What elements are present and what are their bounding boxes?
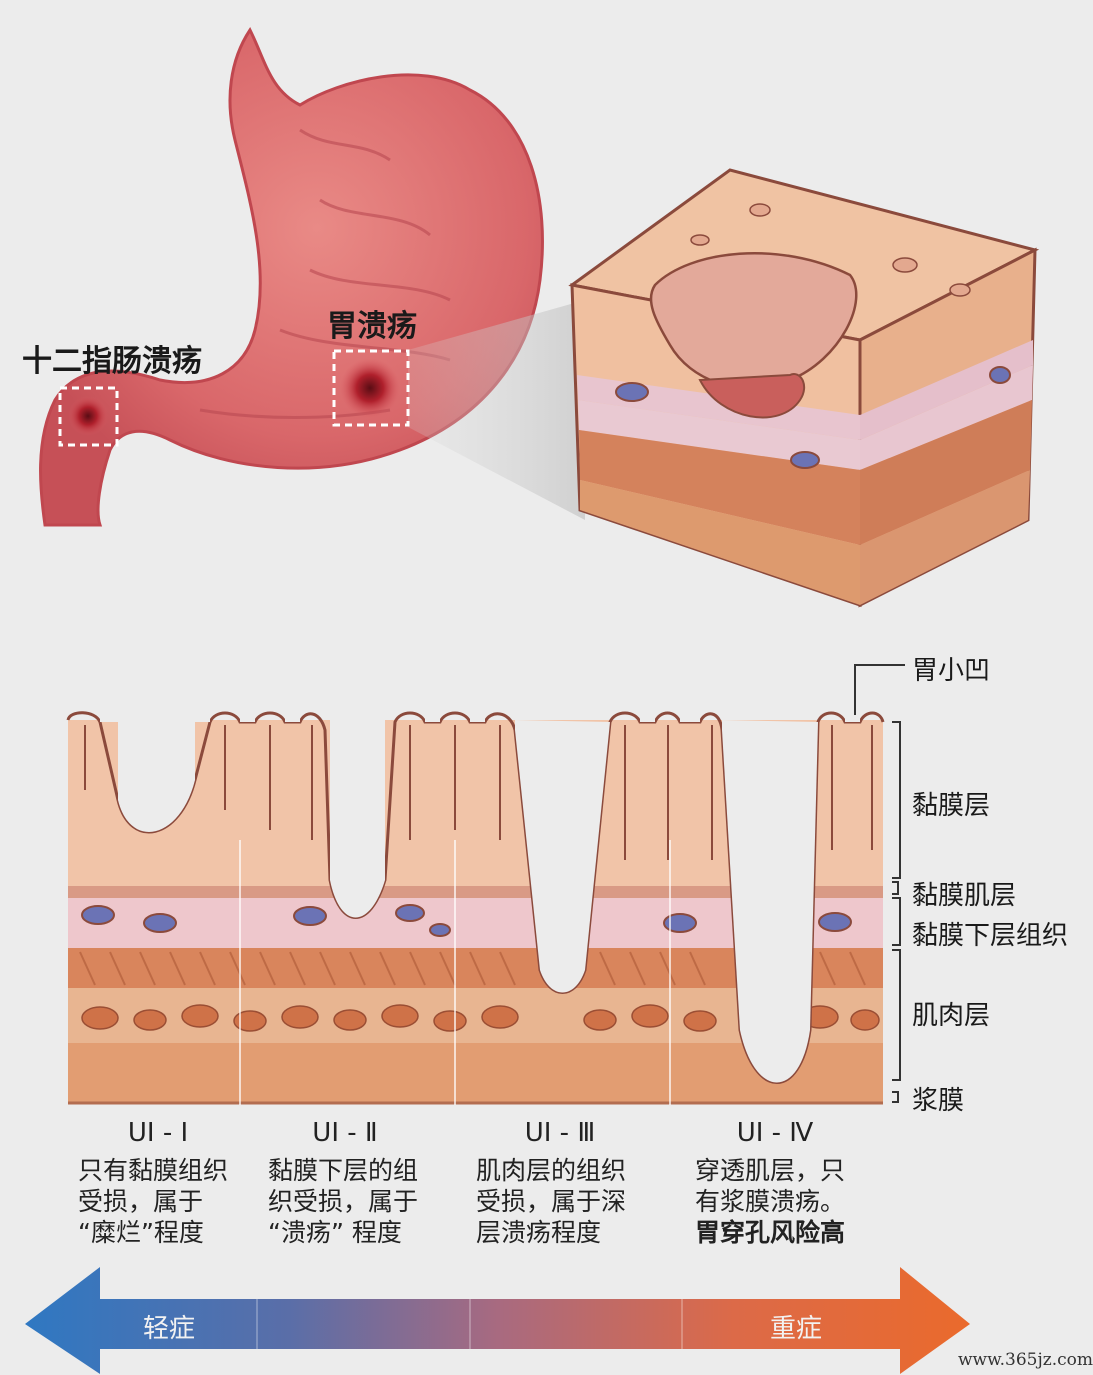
mucosa-label: 黏膜层	[912, 791, 991, 821]
stage-4-title: UI - Ⅳ	[736, 1118, 814, 1148]
stage-2-desc: 黏膜下层的组 织受损，属于 “溃疡” 程度	[268, 1156, 419, 1247]
stage-3-desc: 肌肉层的组织 受损，属于深 层溃疡程度	[476, 1156, 627, 1247]
mild-label: 轻症	[143, 1314, 196, 1344]
stage-1-title: UI - Ⅰ	[127, 1118, 189, 1148]
stage-3-title: UI - Ⅲ	[524, 1118, 596, 1148]
watermark: www.365jz.com	[958, 1350, 1093, 1370]
submucosa-bracket	[892, 897, 901, 946]
muscularis-mucosae-band	[68, 886, 883, 898]
mucosa-bracket	[892, 721, 901, 879]
ulcer-cross-section	[66, 640, 905, 1105]
duodenal-ulcer-marker	[58, 386, 119, 447]
submucosa-label: 黏膜下层组织	[912, 921, 1069, 951]
stage-1-desc: 只有黏膜组织 受损，属于 “糜烂”程度	[78, 1156, 229, 1247]
pit-leader-line	[854, 664, 905, 715]
serosa-label: 浆膜	[912, 1086, 965, 1116]
gastric-pit-label: 胃小凹	[912, 656, 991, 686]
gastric-ulcer-marker	[332, 349, 410, 427]
muscularis-mucosae-label: 黏膜肌层	[912, 881, 1017, 911]
stage-4-bold-note: 胃穿孔风险高	[695, 1218, 846, 1247]
stomach-illustration	[39, 27, 1040, 608]
stage-2-title: UI - Ⅱ	[312, 1118, 378, 1148]
severe-label: 重症	[770, 1314, 823, 1344]
muscle-bracket	[892, 949, 901, 1081]
serosa-bracket	[892, 1091, 899, 1103]
muscle-label: 肌肉层	[912, 1001, 991, 1031]
duodenal-ulcer-label: 十二指肠溃疡	[22, 344, 202, 379]
muscularis-mucosae-bracket	[892, 881, 899, 895]
severity-arrow	[25, 1267, 970, 1374]
stage-4-desc: 穿透肌层，只 有浆膜溃疡。	[695, 1156, 846, 1216]
tissue-block-3d	[568, 168, 1040, 608]
stage-4-text: 穿透肌层，只 有浆膜溃疡。 胃穿孔风险高	[695, 1155, 895, 1248]
gastric-ulcer-label: 胃溃疡	[327, 309, 417, 344]
